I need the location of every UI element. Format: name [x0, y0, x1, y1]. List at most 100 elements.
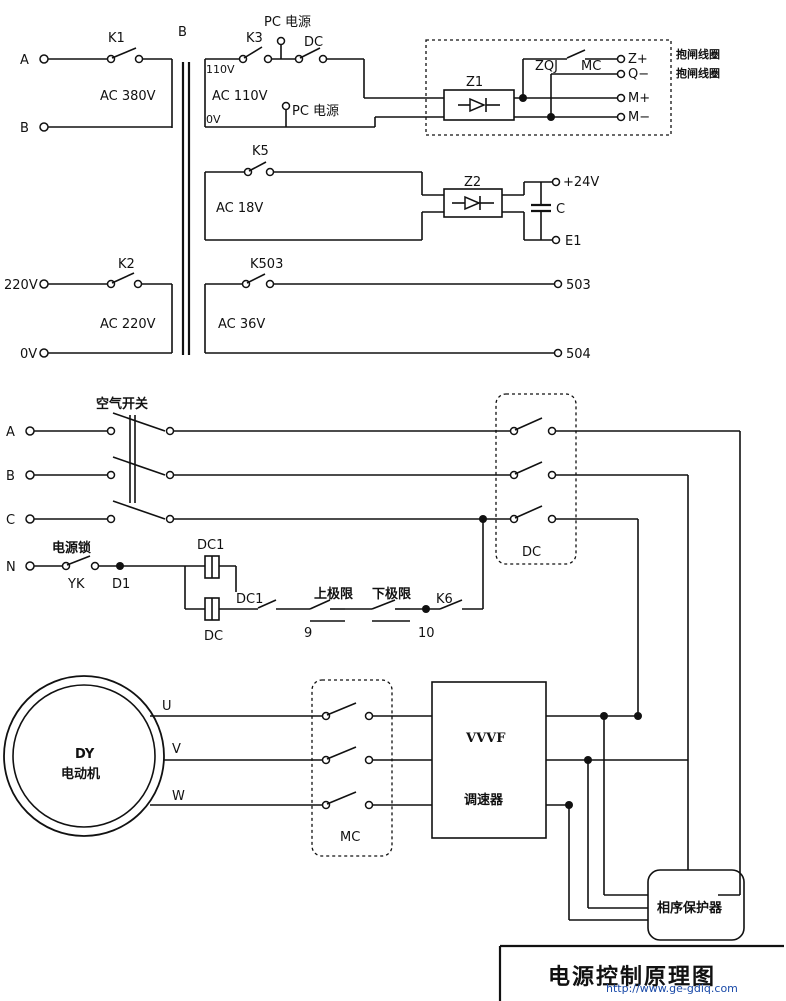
pc-supply-top-terminal: [276, 36, 286, 46]
z2-rectifier: [443, 188, 503, 218]
input-220v-label: 220V: [4, 278, 38, 293]
d1-label: D1: [112, 577, 130, 592]
k3-switch: [243, 46, 263, 59]
dc-label: DC: [304, 35, 323, 50]
k503-label: K503: [250, 257, 283, 272]
vvvf-box: [431, 681, 547, 839]
dc1-top-label: DC1: [197, 538, 224, 553]
k3-circuit: 110V K3 PC 电源 DC AC 110V 0V PC 电源: [204, 15, 444, 128]
e1-label: E1: [565, 234, 582, 249]
mc-label: MC: [581, 59, 601, 74]
input-b-terminal: [39, 122, 49, 132]
footer-title-block: 电源控制原理图 http://www.ge-gdiq.com: [498, 944, 784, 1001]
yk-label: YK: [67, 577, 85, 592]
brake-coil-label-1: 抱闸线圈: [676, 47, 720, 61]
input-a-label: A: [20, 53, 29, 68]
power-lock-label: 电源锁: [52, 540, 91, 556]
dc1-contact: [257, 599, 277, 609]
yk-switch: [66, 555, 91, 566]
n-terminal: [25, 561, 35, 571]
vvvf-label: VVVF: [465, 731, 506, 746]
transformer-core: B: [178, 25, 191, 355]
k5-circuit: K5 AC 18V Z2 C +24V E1: [204, 144, 599, 249]
vvvf-controller: VVVF 调速器: [431, 681, 688, 921]
z2-label: Z2: [464, 175, 481, 190]
input-220v-terminal: [39, 279, 49, 289]
control-circuit: N 电源锁 YK D1 DC1 DC DC1 上极限 9 下极限: [6, 519, 484, 644]
m-minus-terminal: [616, 112, 626, 122]
motor: DY 电动机 U V W: [3, 675, 322, 837]
input-b-label: B: [20, 121, 29, 136]
k503-switch: [246, 273, 266, 284]
phase-b-label: B: [6, 469, 15, 484]
lower-limit-label: 下极限: [372, 586, 412, 602]
phase-a-label: A: [6, 425, 15, 440]
node-10-label: 10: [418, 626, 435, 641]
ac18-label: AC 18V: [216, 201, 263, 216]
ac36-label: AC 36V: [218, 317, 265, 332]
speed-controller-label: 调速器: [464, 792, 504, 808]
k1-switch: [111, 47, 137, 59]
dc1-contact-label: DC1: [236, 592, 263, 607]
motor-outer-ring: [3, 675, 165, 837]
k2-label: K2: [118, 257, 135, 272]
plus24-label: +24V: [563, 175, 599, 190]
k503-circuit: K503 503 AC 36V 504: [204, 257, 591, 362]
air-switch-label: 空气开关: [96, 396, 148, 412]
out-503-label: 503: [566, 278, 591, 293]
zqj-contact: [566, 49, 586, 59]
n-label: N: [6, 560, 16, 575]
dc-contactor: DC: [495, 393, 741, 896]
z2-diode-icon: [464, 195, 481, 211]
q-minus-label: Q−: [628, 67, 649, 82]
q-minus-terminal: [616, 69, 626, 79]
mc-box-label: MC: [340, 830, 360, 845]
motor-dy-label: DY: [75, 747, 95, 762]
input-a-terminal: [39, 54, 49, 64]
d1-node: [116, 562, 124, 570]
z1-diode-icon: [469, 97, 486, 113]
terminal-504: [553, 348, 563, 358]
pc-supply-bottom-terminal: [281, 101, 291, 111]
motor-inner-ring: [12, 684, 156, 828]
z1-brake-circuit: Z1 ZQJ MC Z+ Q− M+ M− 抱闸线圈 抱闸线圈: [425, 39, 720, 136]
plus24-terminal: [551, 177, 561, 187]
brake-dashed-box: [425, 39, 672, 136]
terminal-503: [553, 279, 563, 289]
z-plus-label: Z+: [628, 52, 648, 67]
pc-supply-bottom-label: PC 电源: [292, 104, 339, 119]
zqj-label: ZQJ: [535, 59, 558, 74]
ac380-label: AC 380V: [100, 89, 156, 104]
capacitor-label: C: [556, 202, 565, 217]
transformer-label: B: [178, 25, 187, 40]
dc-contact: [299, 47, 321, 59]
v0-label: 0V: [206, 113, 221, 126]
diagram-title: 电源控制原理图: [548, 964, 716, 990]
dc-dashed-box: [495, 393, 577, 565]
k5-label: K5: [252, 144, 269, 159]
w-label: W: [172, 789, 185, 804]
m-minus-label: M−: [628, 110, 650, 125]
e1-terminal: [551, 235, 561, 245]
air-switch-circuit: 空气开关 A B C: [6, 396, 510, 528]
z1-rectifier: [443, 89, 515, 121]
mc-dashed-box: [311, 679, 393, 857]
u-label: U: [162, 699, 172, 714]
z1-label: Z1: [466, 75, 483, 90]
ac220-label: AC 220V: [100, 317, 156, 332]
k2-switch: [111, 272, 135, 284]
pc-supply-top-label: PC 电源: [264, 15, 311, 30]
k5-switch: [248, 161, 267, 172]
m-plus-terminal: [616, 93, 626, 103]
upper-limit-label: 上极限: [314, 586, 354, 602]
v110-label: 110V: [206, 63, 235, 76]
phase-protector-label: 相序保护器: [657, 900, 723, 916]
mc-contactor: MC: [311, 679, 432, 857]
k2-circuit: 220V K2 AC 220V 0V: [4, 257, 173, 362]
k1-label: K1: [108, 31, 125, 46]
phase-c-label: C: [6, 513, 15, 528]
dc-box-label: DC: [522, 545, 541, 560]
out-504-label: 504: [566, 347, 591, 362]
brake-coil-label-2: 抱闸线圈: [676, 66, 720, 80]
